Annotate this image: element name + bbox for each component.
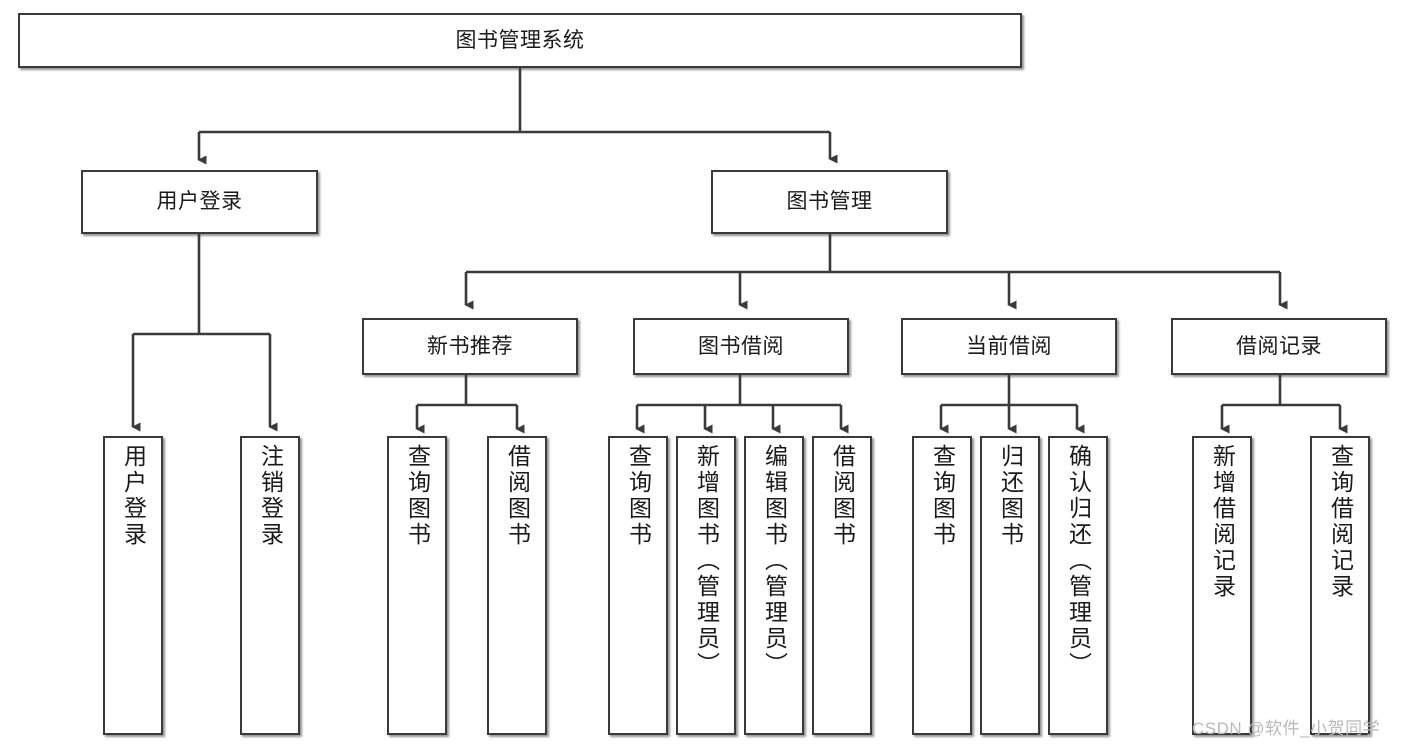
node-book-borrow[interactable]: 图书借阅 (633, 318, 849, 375)
node-label: 图书管理 (786, 190, 873, 214)
node-label: 用户登录 (120, 444, 147, 548)
leaf-current-return-book[interactable]: 归还图书 (980, 436, 1040, 735)
leaf-current-confirm-return[interactable]: 确认归还（管理员） (1048, 436, 1108, 735)
node-label: 查询借阅记录 (1327, 444, 1354, 600)
leaf-current-query-book[interactable]: 查询图书 (912, 436, 972, 735)
node-label: 当前借阅 (966, 334, 1052, 358)
node-new-book-recommend[interactable]: 新书推荐 (362, 318, 578, 375)
leaf-record-query-record[interactable]: 查询借阅记录 (1310, 436, 1370, 735)
node-label: 用户登录 (156, 190, 243, 214)
node-book-management[interactable]: 图书管理 (711, 170, 948, 234)
node-label: 查询图书 (929, 444, 956, 548)
node-label: 确认归还（管理员） (1065, 444, 1092, 678)
node-label: 归还图书 (997, 444, 1024, 548)
leaf-record-add-record[interactable]: 新增借阅记录 (1192, 436, 1252, 735)
leaf-user-login-logout[interactable]: 注销登录 (240, 436, 300, 735)
leaf-borrow-query-book[interactable]: 查询图书 (608, 436, 668, 735)
node-label: 借阅图书 (504, 444, 531, 548)
node-root-system[interactable]: 图书管理系统 (18, 13, 1022, 68)
leaf-new-book-query[interactable]: 查询图书 (387, 436, 447, 735)
node-label: 查询图书 (625, 444, 652, 548)
leaf-borrow-edit-book[interactable]: 编辑图书（管理员） (744, 436, 804, 735)
node-label: 编辑图书（管理员） (761, 444, 788, 678)
node-current-borrow[interactable]: 当前借阅 (901, 318, 1117, 375)
node-label: 图书管理系统 (455, 28, 585, 52)
node-label: 注销登录 (257, 444, 284, 548)
node-label: 新增借阅记录 (1209, 444, 1236, 600)
leaf-borrow-borrow-book[interactable]: 借阅图书 (812, 436, 872, 735)
leaf-new-book-borrow[interactable]: 借阅图书 (487, 436, 547, 735)
node-label: 图书借阅 (698, 334, 784, 358)
node-label: 新增图书（管理员） (693, 444, 720, 678)
leaf-user-login-login[interactable]: 用户登录 (103, 436, 163, 735)
node-label: 借阅图书 (829, 444, 856, 548)
node-user-login[interactable]: 用户登录 (81, 170, 318, 234)
node-label: 查询图书 (404, 444, 431, 548)
node-borrow-record[interactable]: 借阅记录 (1171, 318, 1387, 375)
node-label: 新书推荐 (427, 334, 513, 358)
leaf-borrow-add-book[interactable]: 新增图书（管理员） (676, 436, 736, 735)
node-label: 借阅记录 (1236, 334, 1322, 358)
csdn-watermark: CSDN @软件_小贺同学 (1192, 719, 1381, 738)
